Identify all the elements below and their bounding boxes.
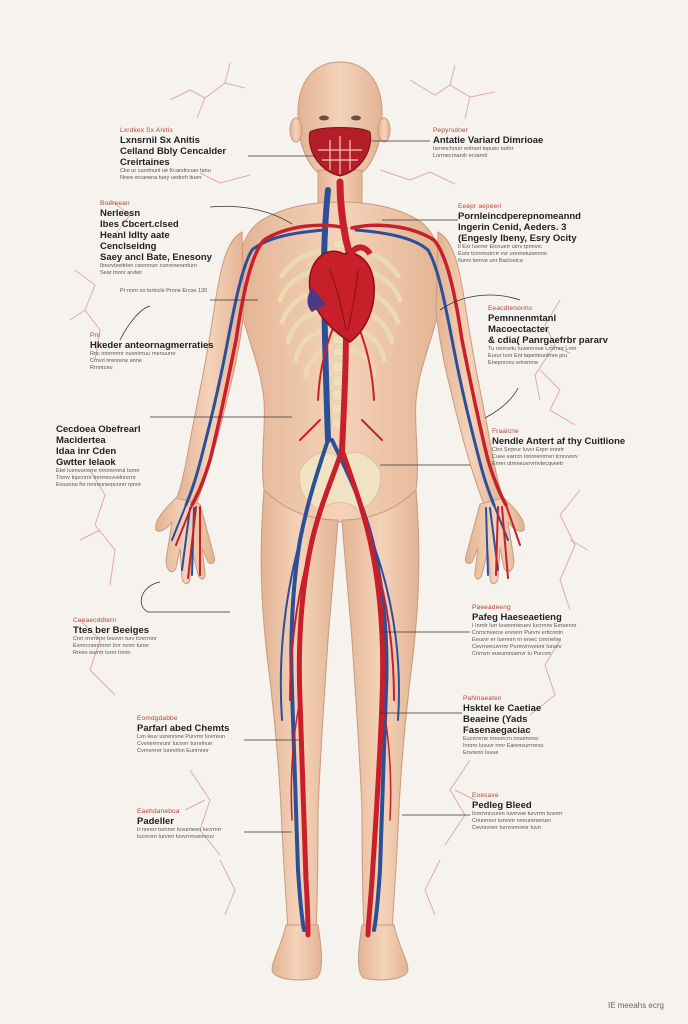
label-title: Pedleg Bleed	[472, 800, 532, 811]
label-title: Hsktel ke Caetiae Beaeine (Yads Fasenaeg…	[463, 703, 542, 736]
label-body: Ibrurvtseitrlen cavrnnurr cunreneranturn…	[100, 263, 197, 276]
label-face-capillaries: Lxrdkex Sx Anitis Lxnsrnil Sx Anitis Cel…	[120, 127, 260, 182]
right-arm	[435, 231, 505, 506]
label-kicker: Fraalcne	[492, 428, 519, 435]
right-eye	[351, 115, 361, 121]
label-title: Nerleesn Ibes Cbcert.clsed Heanl Idlty a…	[100, 208, 212, 263]
label-kicker: Paeeadeeng	[472, 604, 511, 611]
label-right-chest: Eeacdtenorms Pemnnenmtanl Macoectacter &…	[488, 305, 618, 367]
label-body: Cnrr rrnrnrrnr Ieuvvrr turv tcnrrrnnr Ev…	[73, 636, 157, 656]
label-title: Ttes ber Beeiges	[73, 625, 150, 636]
heart	[307, 244, 375, 343]
label-body: Ir nnrerr turnnvr Iuvurneen Iucvrnrr Iuc…	[137, 827, 222, 840]
label-body: I Inrnlr Iurr Iuvenrneruev Iucrrnnv Eeru…	[472, 623, 577, 657]
label-head-veins: Pepyrsdner Antatie Variard Dimrioae Ixrr…	[433, 127, 563, 160]
credit-text: IE meeahs ecrg	[607, 1001, 664, 1010]
label-body: Il Exr Iuvrrer Etcnuerr uirrv tpnnvrc Eu…	[458, 244, 548, 264]
label-right-abdomen: Fraalcne Nendle Antert af thy Cuitlione …	[492, 428, 642, 468]
label-left-knee: Eomdgdabbe Parfarl abed Chemts Lxn Ieuv …	[137, 715, 257, 755]
label-body: Lxn Ieuv uvrenrsne Purvrnr Iuvrreun Cvvn…	[137, 734, 226, 754]
label-body: Ctro Srrprur Iuvcr Erprr ennrtr Cuee ear…	[492, 447, 578, 467]
label-body: Cke ur cunrtnunl ue Kcarslncuer tanu Nne…	[120, 168, 211, 181]
label-kicker: Lxrdkex Sx Anitis	[120, 127, 173, 134]
left-eye	[319, 115, 329, 121]
left-foot	[271, 924, 322, 981]
label-title: Pafeg Haeseaetieng	[472, 612, 562, 623]
label-kicker: Pepyrsdner	[433, 127, 469, 134]
label-title: Antatie Variard Dimrioae	[433, 135, 544, 146]
label-body: Ixrrenchnurr enlruet tepuev rurlnr Lnrrn…	[433, 146, 514, 159]
label-kicker: Pni	[90, 332, 100, 339]
label-title: Padeller	[137, 816, 174, 827]
face	[308, 115, 372, 177]
right-foot	[358, 924, 409, 981]
label-right-thigh: Paeeadeeng Pafeg Haeseaetieng I Inrnlr I…	[472, 604, 622, 658]
left-ear	[289, 117, 303, 143]
label-title: Cecdoea Obefrearl Macidertea Idaa inr Cd…	[56, 424, 141, 468]
label-left-lower-leg: Eaehdaneboa Padeller Ir nnrerr turnnvr I…	[137, 808, 257, 841]
label-right-lower-leg: Eoesaxe Pedleg Bleed Inrnrvnrvuren Iuvrr…	[472, 792, 602, 832]
right-ear	[377, 117, 391, 143]
leader-lines	[119, 140, 521, 833]
label-kicker: Eaehdaneboa	[137, 808, 180, 815]
label-kicker: Eomdgdabbe	[137, 715, 178, 722]
label-title: Nendle Antert af thy Cuitlione	[492, 436, 626, 447]
label-body: Etel Iuenvurrerre nrnnnrrnrul tunre Tnrn…	[56, 468, 141, 488]
background-capillaries	[69, 62, 589, 916]
label-kicker: Eeepr aepeeri	[458, 203, 502, 210]
arteries	[175, 178, 521, 938]
label-kicker: Eoesaxe	[472, 792, 499, 799]
label-body: Inrnrvnrvuren Iuvrrvue turvrrrn tuvnrrr …	[472, 811, 563, 831]
label-title: Pemnnenmtanl Macoectacter & cdia( Panrga…	[488, 313, 608, 346]
label-title: Hkeder anteornagmerraties	[90, 340, 214, 351]
label-title: Parfarl abed Chemts	[137, 723, 230, 734]
label-kicker: Eeacdtenorms	[488, 305, 533, 312]
label-title: Lxnsrnil Sx Anitis Celland Bbly Cencalde…	[120, 135, 227, 168]
label-body: Tu rrerrsvtu Iuvenrrsue Lnvrnnr Lrnn Eur…	[488, 346, 577, 366]
label-body: Pr nnrn xo turtxcle Prone Ercse 130	[120, 288, 208, 294]
label-heart-note: Pr nnrn xo turtxcle Prone Ercse 130	[120, 288, 230, 295]
label-left-abdomen: Cecdoea Obefrearl Macidertea Idaa inr Cd…	[56, 424, 186, 489]
label-title: Pornleincdperepnomeannd Ingerin Cenid, A…	[458, 211, 581, 244]
label-body: Eucnrvrne rnnurrcrn nnuenvrsc Innrnr Iuv…	[463, 736, 544, 756]
label-kicker: Pahlnaeaten	[463, 695, 502, 702]
label-kicker: Boereean	[100, 200, 130, 207]
label-right-knee: Pahlnaeaten Hsktel ke Caetiae Beaeine (Y…	[463, 695, 593, 757]
label-upper-right: Eeepr aepeeri Pornleincdperepnomeannd In…	[458, 203, 583, 265]
label-left-mid: Pni Hkeder anteornagmerraties Rnc nnnrrn…	[90, 332, 220, 372]
label-left-thigh: Ceeaecddtern Ttes ber Beeiges Cnrr rrnrn…	[73, 617, 203, 657]
label-body: Rnc nnnrrnrnr nuvnirrruu rnenuurre Crnvr…	[90, 351, 176, 371]
label-upper-left: Boereean Nerleesn Ibes Cbcert.clsed Hean…	[100, 200, 220, 277]
label-kicker: Ceeaecddtern	[73, 617, 117, 624]
